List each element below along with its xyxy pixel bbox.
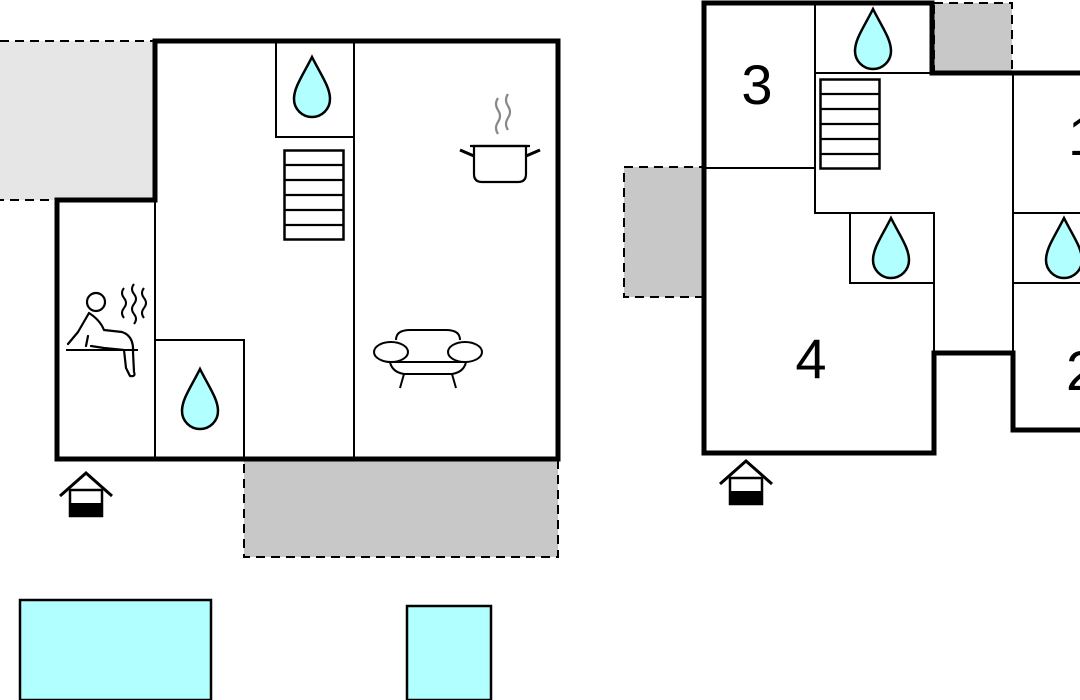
wall	[155, 339, 245, 459]
room-1-label: 1	[1068, 104, 1080, 167]
water-drop-icon	[871, 216, 911, 280]
ground-floor-plan	[0, 38, 561, 558]
sauna-icon	[66, 283, 147, 378]
pool	[18, 598, 213, 700]
water-drop-icon	[1044, 216, 1080, 280]
water-drop-icon	[180, 367, 220, 431]
room-4-label: 4	[795, 327, 826, 390]
pool	[405, 604, 493, 700]
wall	[275, 41, 354, 138]
stairs-icon	[819, 78, 881, 170]
room-3-label: 3	[741, 53, 772, 116]
entrance-icon	[58, 471, 114, 518]
building-outline-right	[701, 0, 1080, 456]
water-drop-icon	[853, 7, 893, 71]
terrace-bottom	[243, 458, 559, 558]
water-drop-icon	[292, 55, 332, 119]
wall	[849, 213, 934, 284]
terrace-left	[623, 166, 705, 298]
cooking-pot-icon	[459, 93, 541, 184]
terrace-top	[933, 2, 1013, 74]
entrance-icon	[718, 459, 774, 506]
terrace-top-left	[0, 41, 155, 200]
room-2-label: 2	[1066, 339, 1080, 402]
upper-floor-plan: 3 4 1 2	[623, 0, 1080, 506]
sofa-icon	[373, 329, 483, 389]
stairs-icon	[283, 149, 345, 241]
